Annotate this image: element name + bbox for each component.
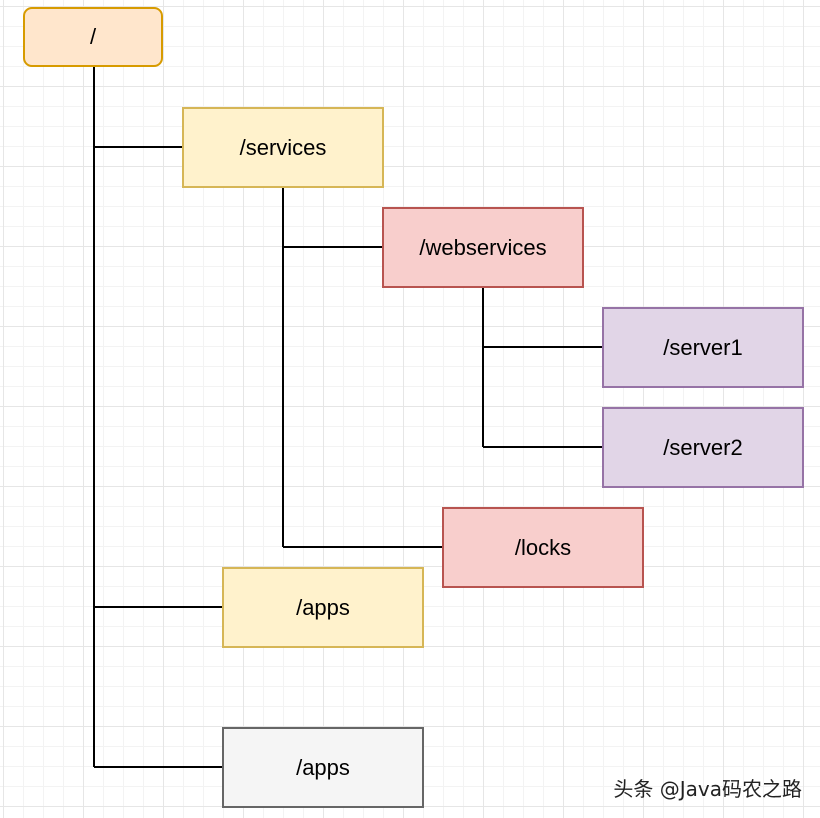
- node-root[interactable]: /: [23, 7, 163, 67]
- node-apps-1[interactable]: /apps: [222, 567, 424, 648]
- node-apps-2[interactable]: /apps: [222, 727, 424, 808]
- node-server1[interactable]: /server1: [602, 307, 804, 388]
- node-services[interactable]: /services: [182, 107, 384, 188]
- node-locks[interactable]: /locks: [442, 507, 644, 588]
- node-server2[interactable]: /server2: [602, 407, 804, 488]
- node-webservices[interactable]: /webservices: [382, 207, 584, 288]
- watermark-text: 头条 @Java码农之路: [613, 777, 802, 801]
